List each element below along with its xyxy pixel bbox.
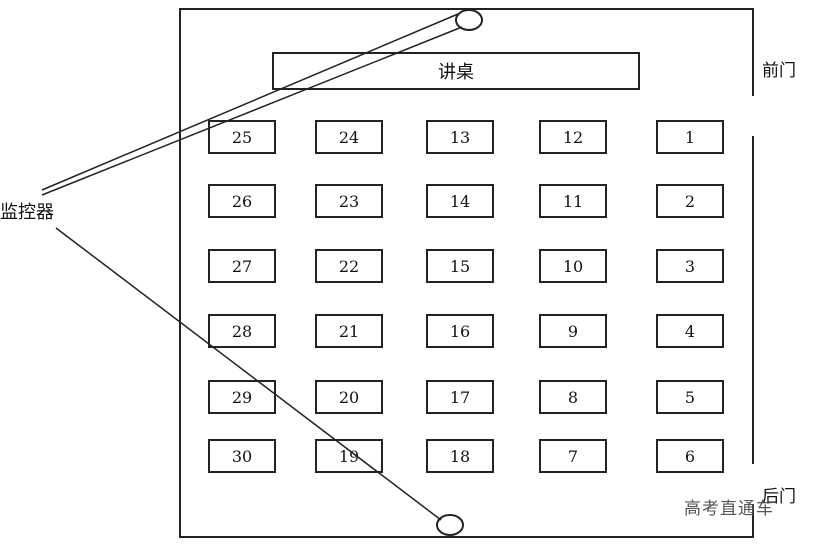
seat-1: 1 — [656, 120, 724, 154]
seat-23: 23 — [315, 184, 383, 218]
seat-10: 10 — [539, 249, 607, 283]
seat-number: 24 — [338, 127, 360, 147]
seat-number: 13 — [449, 127, 471, 147]
seat-14: 14 — [426, 184, 494, 218]
seat-8: 8 — [539, 380, 607, 414]
front-door-label: 前门 — [762, 56, 796, 81]
seat-number: 2 — [684, 191, 696, 211]
seat-number: 3 — [684, 256, 696, 276]
seat-7: 7 — [539, 439, 607, 473]
seat-3: 3 — [656, 249, 724, 283]
seat-number: 17 — [449, 387, 471, 407]
seat-11: 11 — [539, 184, 607, 218]
seat-16: 16 — [426, 314, 494, 348]
seat-number: 20 — [338, 387, 360, 407]
seat-number: 30 — [231, 446, 253, 466]
seat-number: 10 — [562, 256, 584, 276]
seat-number: 19 — [338, 446, 360, 466]
seat-5: 5 — [656, 380, 724, 414]
seat-number: 1 — [684, 127, 696, 147]
seat-number: 12 — [562, 127, 584, 147]
seat-19: 19 — [315, 439, 383, 473]
seat-9: 9 — [539, 314, 607, 348]
seat-number: 22 — [338, 256, 360, 276]
seat-2: 2 — [656, 184, 724, 218]
seat-number: 27 — [231, 256, 253, 276]
seat-17: 17 — [426, 380, 494, 414]
seat-number: 7 — [567, 446, 579, 466]
seat-number: 6 — [684, 446, 696, 466]
seat-12: 12 — [539, 120, 607, 154]
seat-number: 21 — [338, 321, 360, 341]
podium: 讲桌 — [272, 52, 640, 90]
seat-25: 25 — [208, 120, 276, 154]
seat-28: 28 — [208, 314, 276, 348]
back-door-gap — [751, 464, 757, 504]
seat-number: 28 — [231, 321, 253, 341]
seat-number: 25 — [231, 127, 253, 147]
seat-20: 20 — [315, 380, 383, 414]
seat-number: 18 — [449, 446, 471, 466]
seat-30: 30 — [208, 439, 276, 473]
seat-number: 15 — [449, 256, 471, 276]
seat-number: 29 — [231, 387, 253, 407]
seat-number: 8 — [567, 387, 579, 407]
watermark: 高考直通车 — [684, 499, 774, 519]
seat-26: 26 — [208, 184, 276, 218]
seat-number: 11 — [562, 191, 584, 211]
seat-number: 5 — [684, 387, 696, 407]
seat-24: 24 — [315, 120, 383, 154]
back-door-label: 后门 — [762, 482, 796, 507]
front-door-gap — [751, 96, 757, 136]
seat-13: 13 — [426, 120, 494, 154]
seat-number: 4 — [684, 321, 696, 341]
seat-6: 6 — [656, 439, 724, 473]
seat-number: 14 — [449, 191, 471, 211]
seat-18: 18 — [426, 439, 494, 473]
seat-4: 4 — [656, 314, 724, 348]
seat-number: 9 — [567, 321, 579, 341]
podium-label: 讲桌 — [438, 62, 474, 83]
seat-number: 16 — [449, 321, 471, 341]
seat-number: 23 — [338, 191, 360, 211]
seat-27: 27 — [208, 249, 276, 283]
seat-number: 26 — [231, 191, 253, 211]
seat-15: 15 — [426, 249, 494, 283]
monitor-label: 监控器 — [0, 202, 54, 223]
seat-29: 29 — [208, 380, 276, 414]
seat-21: 21 — [315, 314, 383, 348]
seat-22: 22 — [315, 249, 383, 283]
